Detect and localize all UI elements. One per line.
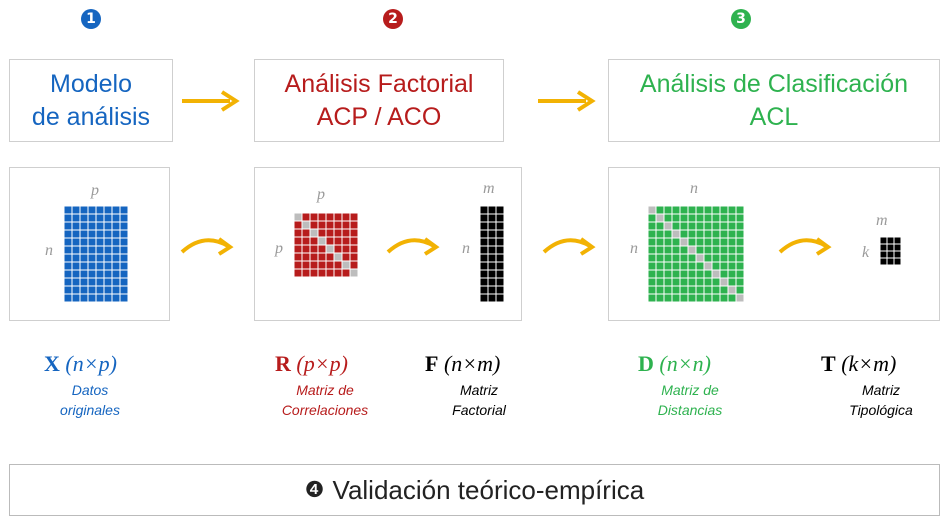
matrix-t-col-label: m	[876, 212, 888, 229]
curved-arrow-icon	[178, 226, 238, 260]
matrix-r-dims: (p×p)	[296, 351, 348, 376]
matrix-f-caption-line1: Matriz	[459, 382, 499, 398]
matrix-f-dims: (n×m)	[443, 351, 501, 376]
step-4-badge: ❹	[304, 477, 325, 503]
step-2-badge: 2	[383, 9, 403, 29]
matrix-f-grid	[479, 205, 505, 307]
matrix-r-symbol: R (p×p)	[275, 351, 348, 377]
matrix-t-caption-line2: Tipológica	[849, 402, 913, 418]
matrix-f-caption: Matriz Factorial	[424, 380, 534, 420]
matrix-d-caption-line2: Distancias	[657, 402, 723, 418]
classification-analysis-title-line1: Análisis de Clasificación	[639, 69, 909, 98]
curved-arrow-icon	[384, 226, 444, 260]
matrix-f-row-label: n	[462, 240, 470, 257]
matrix-t-caption: Matriz Tipológica	[826, 380, 936, 420]
model-analysis-box: Modelo de análisis	[9, 59, 173, 142]
matrix-t-row-label: k	[862, 244, 870, 261]
matrix-r-caption: Matriz de Correlaciones	[262, 380, 388, 420]
matrix-t-grid	[879, 236, 902, 270]
model-analysis-title-line1: Modelo	[50, 69, 132, 98]
matrix-x-symbol: X (n×p)	[44, 351, 117, 377]
matrix-r-caption-line1: Matriz de	[296, 382, 354, 398]
matrix-f-symbol: F (n×m)	[425, 351, 500, 377]
matrix-x-caption-line2: originales	[60, 402, 120, 418]
classification-analysis-title-line2: ACL	[749, 102, 799, 131]
matrix-d-row-label: n	[630, 240, 638, 257]
classification-analysis-box: Análisis de Clasificación ACL	[608, 59, 940, 142]
matrix-x-grid	[63, 205, 129, 307]
matrix-f-letter: F	[425, 351, 439, 376]
matrix-r-grid	[293, 212, 359, 282]
matrix-d-letter: D	[638, 351, 654, 376]
matrix-r-col-label: p	[317, 186, 325, 203]
matrix-x-dims: (n×p)	[65, 351, 117, 376]
matrix-t-symbol: T (k×m)	[821, 351, 896, 377]
matrix-d-symbol: D (n×n)	[638, 351, 711, 377]
curved-arrow-icon	[540, 226, 600, 260]
factorial-analysis-title-line2: ACP / ACO	[316, 102, 442, 131]
matrix-d-dims: (n×n)	[659, 351, 711, 376]
matrix-r-row-label: p	[275, 240, 283, 257]
matrix-f-caption-line2: Factorial	[452, 402, 506, 418]
matrix-x-caption: Datos originales	[30, 380, 150, 420]
matrix-d-caption: Matriz de Distancias	[630, 380, 750, 420]
validation-title: Validación teórico-empírica	[332, 474, 645, 505]
matrix-x-row-label: n	[45, 242, 53, 259]
factorial-analysis-box: Análisis Factorial ACP / ACO	[254, 59, 504, 142]
matrix-x-col-label: p	[91, 182, 99, 199]
matrix-t-letter: T	[821, 351, 836, 376]
matrix-d-caption-line1: Matriz de	[661, 382, 719, 398]
step-3-badge: 3	[731, 9, 751, 29]
matrix-t-caption-line1: Matriz	[861, 382, 901, 398]
step-1-badge: 1	[81, 9, 101, 29]
matrix-x-letter: X	[44, 351, 60, 376]
model-analysis-title-line2: de análisis	[31, 102, 151, 131]
validation-box: ❹ Validación teórico-empírica	[9, 464, 940, 516]
matrix-d-grid	[647, 205, 745, 307]
matrix-f-col-label: m	[483, 180, 495, 197]
matrix-t-dims: (k×m)	[841, 351, 897, 376]
factorial-analysis-title-line1: Análisis Factorial	[284, 69, 474, 98]
right-arrow-icon	[180, 88, 244, 114]
curved-arrow-icon	[776, 226, 836, 260]
matrix-r-caption-line2: Correlaciones	[281, 402, 369, 418]
matrix-x-caption-line1: Datos	[71, 382, 109, 398]
matrix-d-col-label: n	[690, 180, 698, 197]
right-arrow-icon	[536, 88, 600, 114]
matrix-r-letter: R	[275, 351, 291, 376]
